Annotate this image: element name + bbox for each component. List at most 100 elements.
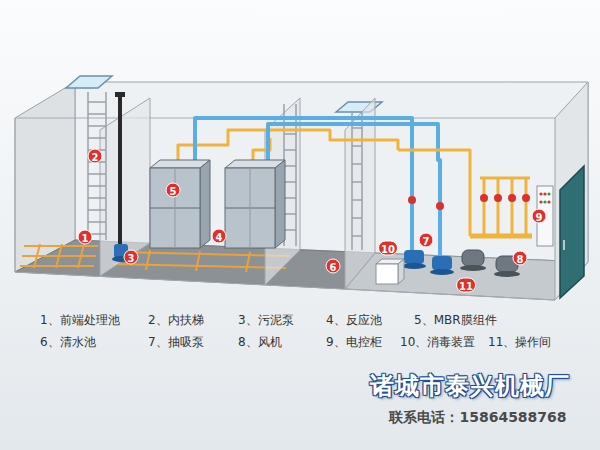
sludge-pump [112, 92, 130, 262]
ladder [88, 101, 106, 103]
aeration-grid [78, 244, 84, 268]
control-cabinet [547, 200, 550, 203]
blower [460, 265, 486, 271]
roof-hatch [66, 76, 382, 112]
aeration-grid [246, 252, 250, 272]
ladder [88, 125, 106, 127]
callout-number: 4 [212, 229, 227, 244]
key-item: 8、风机 [238, 334, 282, 350]
sludge-pump [118, 94, 122, 246]
pipe [398, 150, 470, 236]
pipe [511, 178, 514, 236]
control-cabinet [539, 200, 542, 203]
control-cabinet [539, 192, 542, 195]
aeration-grid [146, 250, 150, 270]
ladder [88, 221, 106, 223]
valve [508, 194, 516, 202]
container-shell [15, 272, 555, 300]
suction-pump [402, 263, 426, 269]
callout-number: 7 [419, 233, 434, 248]
valve [408, 194, 530, 210]
pipe [178, 118, 532, 256]
disinfection-unit [376, 264, 398, 284]
valve [494, 194, 502, 202]
ladder [88, 185, 106, 187]
disinfection-unit [376, 259, 404, 284]
control-cabinet [543, 192, 546, 195]
mbr-module [175, 168, 176, 248]
blower [462, 250, 484, 266]
container-shell [15, 82, 588, 300]
callout-number: 3 [124, 250, 139, 265]
ladder [352, 127, 362, 129]
ladder [88, 197, 106, 199]
phone-number: 联系电话：15864588768 [389, 409, 566, 427]
disinfection-unit [398, 259, 404, 284]
control-cabinet [547, 192, 550, 195]
callout-number: 9 [532, 209, 547, 224]
container-shell [555, 82, 588, 300]
aeration-grid [196, 251, 200, 271]
suction-pump [432, 256, 452, 270]
ladder [88, 113, 106, 115]
valve [408, 196, 416, 204]
pipe [483, 178, 486, 236]
key-item: 2、内扶梯 [148, 312, 204, 328]
mbr-module [150, 160, 285, 248]
key-item: 9、电控柜 [326, 334, 382, 350]
ladder [88, 137, 106, 139]
valve [436, 202, 444, 210]
ladder [352, 235, 362, 237]
key-item: 3、污泥泵 [238, 312, 294, 328]
aeration-grid [56, 244, 62, 268]
key-item: 1、前端处理池 [40, 312, 120, 328]
ladder [352, 181, 362, 183]
callout-number: 2 [88, 149, 103, 164]
ladder [284, 133, 296, 135]
ladder [284, 229, 296, 231]
container-shell [75, 82, 588, 262]
pipe [470, 234, 532, 239]
container-shell [15, 82, 75, 272]
pool-partition [345, 98, 375, 289]
callout-number: 6 [326, 259, 341, 274]
key-item: 6、清水池 [40, 334, 96, 350]
pipe [178, 130, 398, 160]
valve [522, 194, 530, 202]
key-item: 11、操作间 [488, 334, 551, 350]
ladder [352, 199, 362, 201]
ladder [352, 217, 362, 219]
door [560, 166, 584, 298]
ladder [351, 112, 353, 250]
company-name: 诸城市泰兴机械厂 [370, 370, 570, 402]
ladder [352, 145, 362, 147]
callout-number: 5 [166, 183, 181, 198]
suction-pump [402, 250, 454, 275]
blower [494, 271, 520, 277]
door [563, 240, 565, 250]
key-item: 10、消毒装置 [400, 334, 475, 350]
door [560, 166, 584, 298]
ladder [361, 112, 363, 250]
ladder [284, 213, 296, 215]
sludge-pump [115, 92, 125, 97]
ladder [284, 149, 296, 151]
aeration-grid [114, 264, 286, 268]
callout-number: 11 [456, 278, 476, 293]
ladder [284, 197, 296, 199]
mbr-module [275, 160, 285, 248]
pipe [195, 118, 412, 250]
mbr-module [150, 168, 200, 248]
ladder [284, 165, 296, 167]
pipe [497, 178, 500, 236]
key-item: 5、MBR膜组件 [414, 312, 497, 328]
container-shell [15, 118, 16, 272]
mbr-module [200, 160, 210, 248]
callout-number: 10 [378, 241, 398, 256]
key-item: 4、反应池 [326, 312, 382, 328]
suction-pump [404, 250, 424, 264]
blower [460, 250, 520, 277]
ladder [88, 173, 106, 175]
ladder [88, 209, 106, 211]
suction-pump [430, 269, 454, 275]
